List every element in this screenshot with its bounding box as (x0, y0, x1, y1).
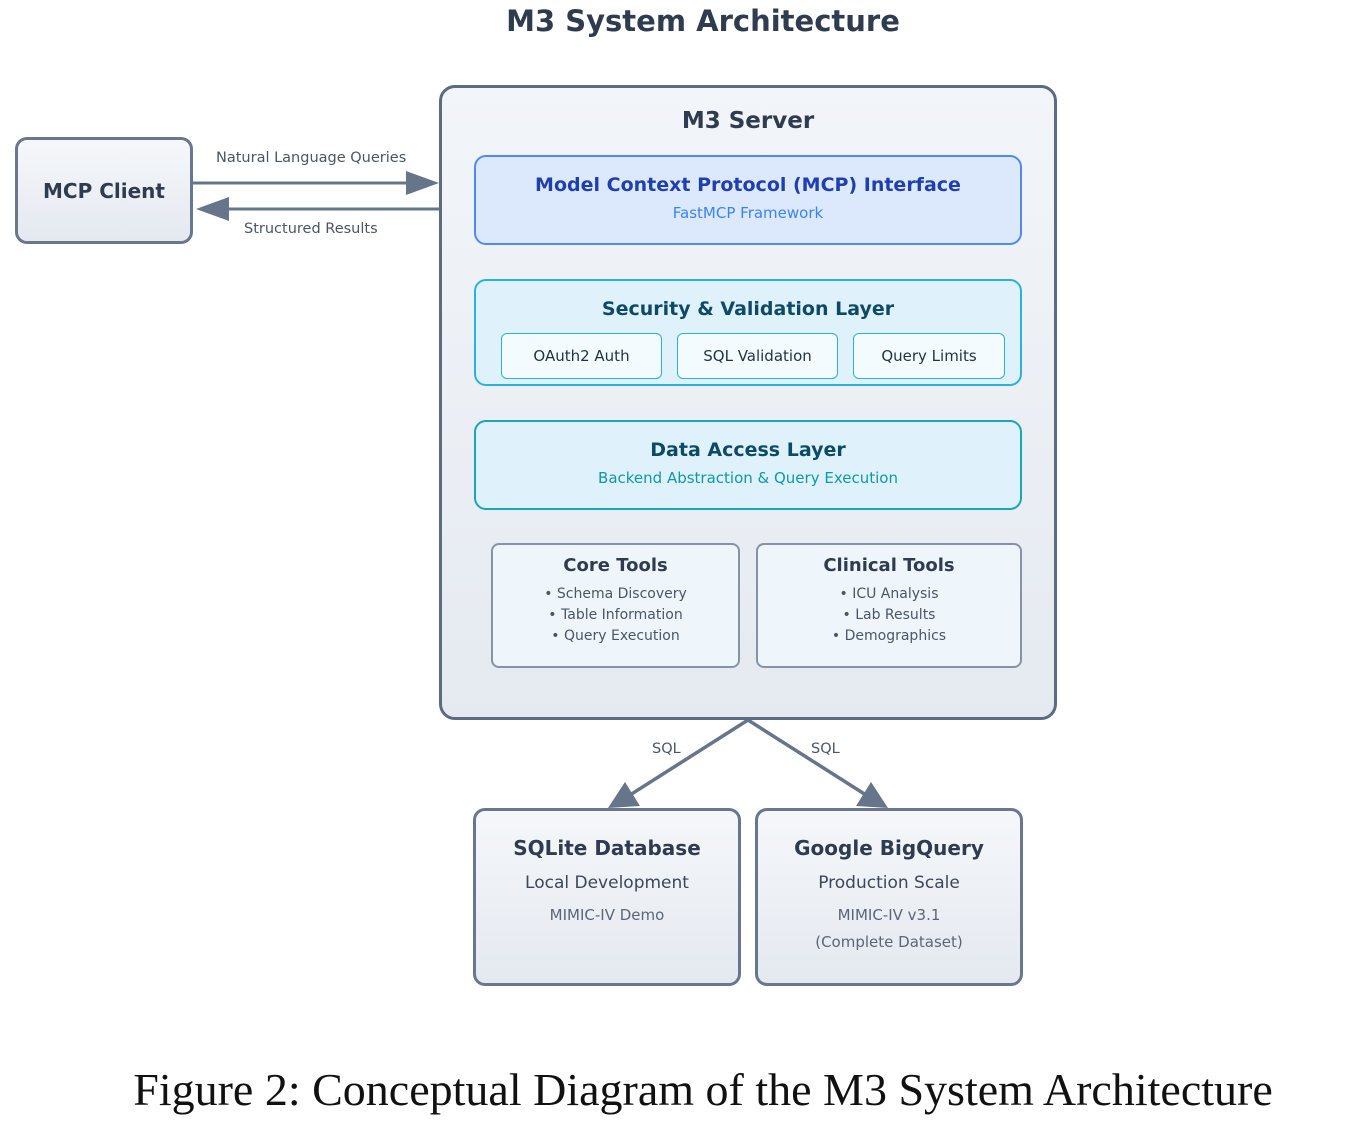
mcp-interface-subtitle: FastMCP Framework (672, 204, 824, 222)
bigquery-database-box: Google BigQuery Production Scale MIMIC-I… (755, 808, 1023, 986)
data-access-subtitle: Backend Abstraction & Query Execution (598, 469, 898, 487)
list-item: • ICU Analysis (839, 586, 939, 602)
sqlite-database-box: SQLite Database Local Development MIMIC-… (473, 808, 741, 986)
figure-caption: Figure 2: Conceptual Diagram of the M3 S… (133, 1064, 1273, 1115)
query-limits-item: Query Limits (853, 333, 1005, 379)
list-item: • Demographics (831, 628, 947, 644)
server-title: M3 Server (681, 108, 815, 134)
list-item: • Table Information (548, 607, 683, 623)
list-item: • Schema Discovery (544, 586, 687, 602)
response-label: Structured Results (244, 221, 378, 237)
sql-label-left: SQL (652, 741, 681, 757)
sqlite-purpose: Local Development (525, 873, 689, 893)
data-access-layer: Data Access Layer Backend Abstraction & … (474, 420, 1022, 510)
clinical-tools-title: Clinical Tools (823, 555, 955, 576)
clinical-tools-box: Clinical Tools • ICU Analysis • Lab Resu… (756, 543, 1022, 668)
security-layer: Security & Validation Layer OAuth2 Auth … (474, 279, 1022, 386)
list-item: • Query Execution (551, 628, 680, 644)
bigquery-purpose: Production Scale (818, 873, 960, 893)
sql-label-right: SQL (811, 741, 840, 757)
sqlite-dataset: MIMIC-IV Demo (549, 906, 665, 924)
request-label: Natural Language Queries (216, 150, 407, 166)
core-tools-title: Core Tools (563, 555, 668, 576)
mcp-interface-layer: Model Context Protocol (MCP) Interface F… (474, 155, 1022, 245)
diagram-title: M3 System Architecture (506, 4, 900, 38)
clinical-tools-list: • ICU Analysis • Lab Results • Demograph… (758, 584, 1020, 647)
bigquery-note: (Complete Dataset) (815, 933, 963, 951)
list-item: • Lab Results (842, 607, 936, 623)
core-tools-box: Core Tools • Schema Discovery • Table In… (491, 543, 740, 668)
bigquery-dataset-block: MIMIC-IV v3.1 (Complete Dataset) (758, 902, 1020, 956)
sql-arrow-sqlite (608, 718, 749, 808)
sql-arrow-bigquery (747, 718, 888, 808)
security-title: Security & Validation Layer (601, 298, 895, 320)
core-tools-list: • Schema Discovery • Table Information •… (493, 584, 738, 647)
mcp-client-label: MCP Client (43, 178, 165, 203)
response-arrow (196, 197, 439, 221)
bigquery-title: Google BigQuery (794, 836, 984, 860)
oauth2-auth-item: OAuth2 Auth (501, 333, 662, 379)
request-arrow (193, 171, 439, 195)
sql-validation-item: SQL Validation (677, 333, 838, 379)
mcp-client-box: MCP Client (15, 137, 193, 244)
data-access-title: Data Access Layer (650, 439, 846, 461)
bigquery-dataset: MIMIC-IV v3.1 (837, 906, 941, 924)
mcp-interface-title: Model Context Protocol (MCP) Interface (535, 174, 961, 196)
sqlite-title: SQLite Database (513, 836, 701, 860)
